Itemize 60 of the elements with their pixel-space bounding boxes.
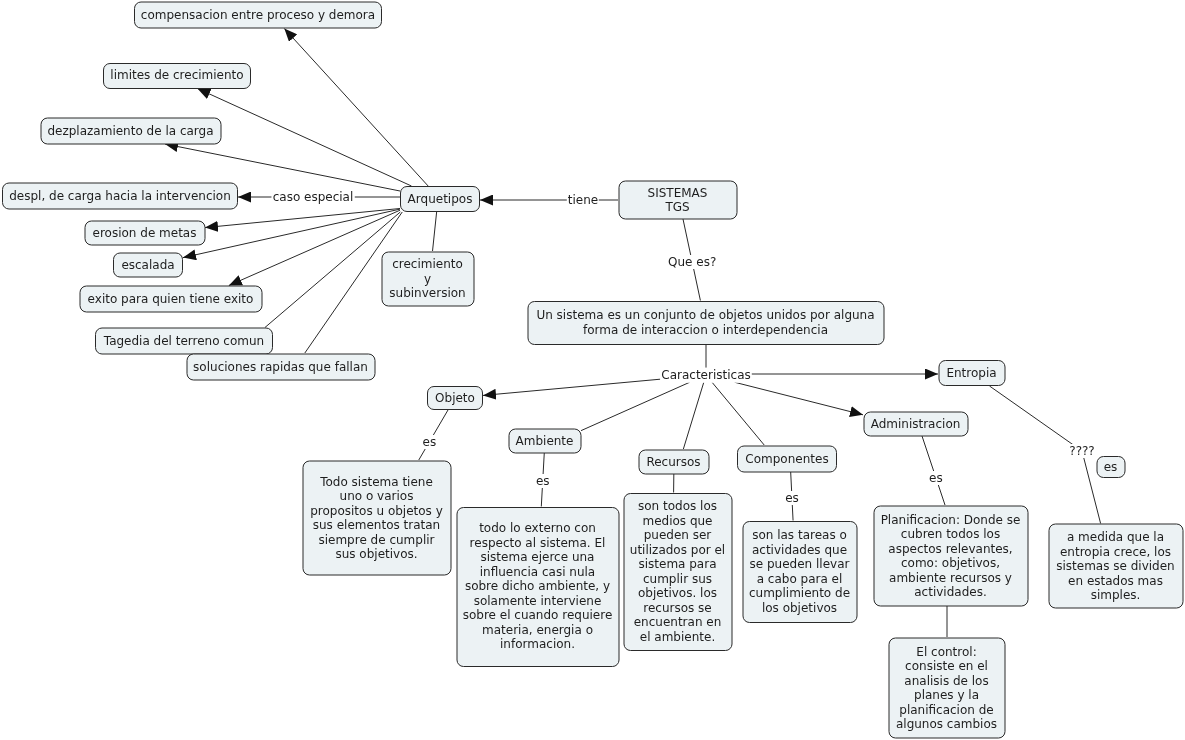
connector-line bbox=[946, 605, 948, 638]
connector-line bbox=[682, 381, 705, 450]
arrow bbox=[751, 368, 939, 380]
concept-box: Arquetipos bbox=[400, 186, 480, 212]
concept-box: Ambiente bbox=[508, 428, 581, 453]
linking-phrase: Caracteristicas bbox=[660, 367, 752, 383]
concept-box: despl, de carga hacia la intervencion bbox=[2, 182, 238, 209]
arrow bbox=[734, 381, 864, 417]
concept-box: soluciones rapidas que fallan bbox=[186, 353, 375, 380]
concept-box: Todo sistema tiene uno o varios propositos u objetos y sus elementos tratan siempre de cumplir sus objetivos. bbox=[302, 460, 451, 575]
concept-box: Recursos bbox=[638, 449, 709, 474]
connector-line bbox=[304, 211, 403, 354]
connector-line bbox=[264, 211, 401, 328]
edge-label: es bbox=[421, 434, 438, 449]
concept-box: compensacion entre proceso y demora bbox=[134, 1, 382, 29]
concept-box: Objeto bbox=[427, 386, 483, 410]
edge-label: tiene bbox=[566, 193, 600, 207]
edge-label: es bbox=[784, 491, 800, 505]
edge-label: es bbox=[534, 474, 551, 489]
edge-label: Que es? bbox=[667, 254, 718, 269]
concept-box: Un sistema es un conjunto de objetos unidos por alguna forma de interaccion o interdependencia bbox=[527, 300, 884, 345]
concept-box: Tagedia del terreno comun bbox=[95, 327, 273, 355]
arrow bbox=[182, 208, 401, 261]
concept-box: erosion de metas bbox=[84, 220, 205, 245]
arrow bbox=[237, 191, 273, 203]
connector-line bbox=[682, 218, 701, 301]
linking-phrase: caso especial bbox=[271, 189, 355, 205]
concept-box: SISTEMAS TGS bbox=[618, 180, 737, 219]
connector-line bbox=[673, 473, 675, 493]
arrow bbox=[204, 208, 401, 232]
concept-box: son las tareas o actividades que se pueden llevar a cabo para el cumplimiento de los objetivos bbox=[742, 520, 857, 623]
connector-line bbox=[580, 381, 691, 432]
concept-box: limites de crecimiento bbox=[103, 62, 251, 89]
connector-line bbox=[711, 381, 765, 446]
concept-box: Administracion bbox=[863, 411, 968, 436]
arrow bbox=[196, 88, 412, 187]
concept-box: Componentes bbox=[737, 445, 837, 472]
concept-box: a medida que la entropia crece, los sistemas se dividen en estados mas simples. bbox=[1048, 523, 1183, 609]
concept-box: es bbox=[1096, 456, 1125, 478]
concept-box: son todos los medios que pueden ser utilizados por el sistema para cumplir sus objetivos. los recursos se encuentran en el ambiente. bbox=[623, 492, 732, 651]
connector-line bbox=[705, 344, 707, 369]
concept-box: El control: consiste en el analisis de los planes y la planificacion de algunos cambios bbox=[888, 637, 1005, 738]
edge-label: ???? bbox=[1068, 444, 1096, 458]
connector-line bbox=[353, 196, 401, 198]
connector-line bbox=[921, 435, 946, 506]
connector-line bbox=[989, 385, 1102, 524]
concept-box: Entropia bbox=[938, 360, 1005, 386]
concept-box: todo lo externo con respecto al sistema. El sistema ejerce una influencia casi nula sobre dicho ambiente, y solamente interviene sobre el cuando requiere materia, energia o informacion. bbox=[456, 506, 619, 667]
concept-box: dezplazamiento de la carga bbox=[40, 117, 221, 144]
connector-line bbox=[540, 452, 545, 507]
concept-box: Planificacion: Donde se cubren todos los aspectos relevantes, como: objetivos, ambiente recursos y actividades. bbox=[873, 505, 1028, 606]
connector-line bbox=[432, 211, 438, 252]
arrow bbox=[228, 209, 401, 286]
arrow bbox=[482, 378, 661, 400]
concept-box: escalada bbox=[113, 252, 183, 278]
arrow bbox=[283, 28, 429, 187]
connector-line bbox=[790, 471, 794, 521]
edge-label: es bbox=[928, 470, 944, 485]
concept-box: crecimiento y subinversion bbox=[381, 251, 474, 306]
concept-box: exito para quien tiene exito bbox=[79, 285, 262, 313]
